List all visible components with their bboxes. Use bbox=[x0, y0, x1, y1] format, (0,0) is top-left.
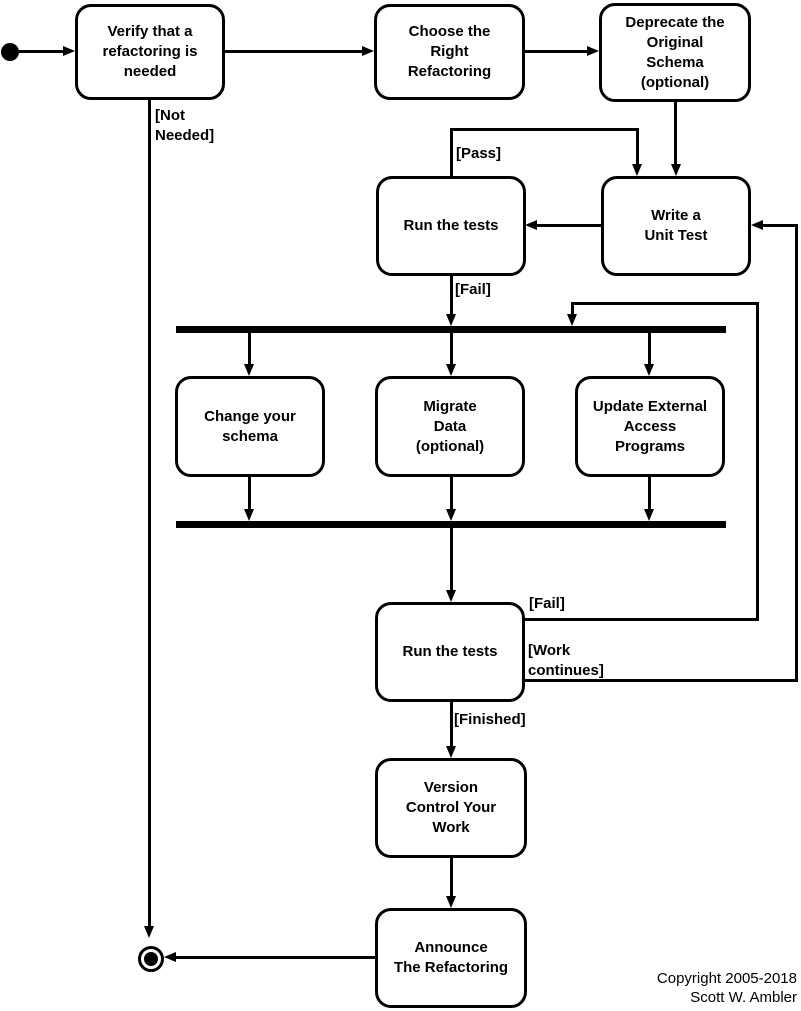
edge-pass-loop-across bbox=[450, 128, 639, 131]
edge-update-to-join bbox=[648, 477, 651, 511]
edge-label-fail-bottom: [Fail] bbox=[529, 595, 565, 612]
arrowhead-fork-to-update bbox=[644, 364, 654, 376]
fork-bar bbox=[176, 326, 726, 333]
edge-label-finished: [Finished] bbox=[454, 711, 526, 728]
activity-deprecate-schema: Deprecate the Original Schema (optional) bbox=[599, 3, 751, 102]
arrowhead-pass-to-write bbox=[632, 164, 642, 176]
arrowhead-announce-to-final bbox=[164, 952, 176, 962]
arrowhead-verify-to-choose bbox=[362, 46, 374, 56]
activity-run-tests-bottom: Run the tests bbox=[375, 602, 525, 702]
copyright-text: Copyright 2005-2018 Scott W. Ambler bbox=[657, 969, 797, 1007]
edge-deprecate-to-write bbox=[674, 102, 677, 165]
activity-choose-refactoring: Choose the Right Refactoring bbox=[374, 4, 525, 100]
arrowhead-update-to-join bbox=[644, 509, 654, 521]
edge-choose-to-deprecate bbox=[525, 50, 587, 53]
arrowhead-fork-to-migrate bbox=[446, 364, 456, 376]
edge-label-work-continues: [Work continues] bbox=[528, 642, 604, 679]
activity-verify-refactoring: Verify that a refactoring is needed bbox=[75, 4, 225, 100]
activity-run-tests-top: Run the tests bbox=[376, 176, 526, 276]
edge-write-to-run bbox=[537, 224, 601, 227]
edge-fork-to-migrate bbox=[450, 333, 453, 366]
activity-write-unit-test: Write a Unit Test bbox=[601, 176, 751, 276]
edge-pass-loop-up bbox=[450, 129, 453, 176]
edge-fail-loop-across bbox=[573, 302, 759, 305]
arrowhead-fork-to-change bbox=[244, 364, 254, 376]
arrowhead-write-to-run bbox=[525, 220, 537, 230]
edge-label-fail-top: [Fail] bbox=[455, 281, 491, 298]
activity-migrate-data: Migrate Data (optional) bbox=[375, 376, 525, 477]
edge-migrate-to-join bbox=[450, 477, 453, 511]
edge-label-not-needed: [Not Needed] bbox=[155, 107, 215, 144]
edge-fail-loop-right bbox=[525, 618, 759, 621]
edge-label-pass: [Pass] bbox=[456, 145, 502, 162]
arrowhead-work-continues-to-write bbox=[751, 220, 763, 230]
activity-announce-refactoring: Announce The Refactoring bbox=[375, 908, 527, 1008]
arrowhead-version-to-announce bbox=[446, 896, 456, 908]
edge-not-needed bbox=[148, 100, 151, 928]
arrowhead-change-to-join bbox=[244, 509, 254, 521]
join-bar bbox=[176, 521, 726, 528]
edge-run-to-version bbox=[450, 702, 453, 748]
edge-pass-loop-down bbox=[636, 128, 639, 166]
edge-start-to-verify bbox=[19, 50, 64, 53]
activity-version-control: Version Control Your Work bbox=[375, 758, 527, 858]
arrowhead-choose-to-deprecate bbox=[587, 46, 599, 56]
initial-node-icon bbox=[1, 43, 19, 61]
edge-fork-to-update bbox=[648, 333, 651, 366]
arrowhead-deprecate-to-write bbox=[671, 164, 681, 176]
edge-fail-loop-up bbox=[756, 302, 759, 621]
activity-change-schema: Change your schema bbox=[175, 376, 325, 477]
edge-join-to-run-bottom bbox=[450, 528, 453, 592]
edge-announce-to-final bbox=[176, 956, 375, 959]
copyright-line2: Scott W. Ambler bbox=[690, 989, 797, 1006]
arrowhead-join-to-run-bottom bbox=[446, 590, 456, 602]
edge-version-to-announce bbox=[450, 858, 453, 898]
arrowhead-run-to-fork bbox=[446, 314, 456, 326]
copyright-line1: Copyright 2005-2018 bbox=[656, 970, 797, 987]
edge-change-to-join bbox=[248, 477, 251, 511]
activity-update-external-programs: Update External Access Programs bbox=[575, 376, 725, 477]
arrowhead-migrate-to-join bbox=[446, 509, 456, 521]
edge-work-continues-across bbox=[763, 224, 798, 227]
arrowhead-fail-to-fork bbox=[567, 314, 577, 326]
edge-work-continues-right bbox=[525, 679, 798, 682]
edge-run-to-fork bbox=[450, 276, 453, 316]
arrowhead-start-to-verify bbox=[63, 46, 75, 56]
arrowhead-not-needed-to-final bbox=[144, 926, 154, 938]
final-node-inner-dot bbox=[144, 952, 158, 966]
edge-verify-to-choose bbox=[225, 50, 363, 53]
edge-work-continues-up bbox=[795, 224, 798, 682]
arrowhead-run-to-version bbox=[446, 746, 456, 758]
edge-fail-loop-down bbox=[571, 302, 574, 316]
edge-fork-to-change bbox=[248, 333, 251, 366]
